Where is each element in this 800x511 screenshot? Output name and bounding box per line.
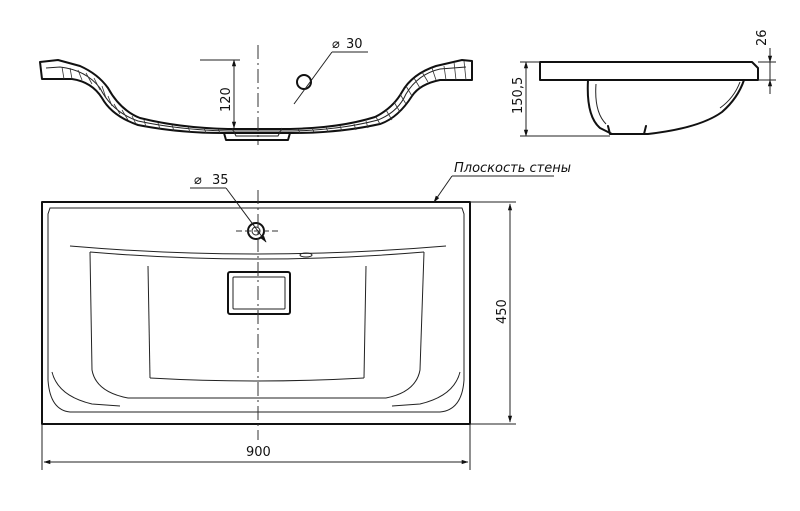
side-drain — [607, 125, 647, 135]
plan-bowl-left — [89, 251, 129, 399]
plan-rim-left-curve — [51, 371, 121, 407]
side-bowl-inner — [595, 81, 741, 125]
plan-bowl-back — [69, 245, 447, 255]
side-view: 150,5 26 — [511, 29, 776, 137]
wall-plane-note: Плоскость стены — [454, 161, 571, 176]
faucet-hole-section — [296, 74, 312, 90]
plan-drain-outer — [227, 271, 291, 315]
overflow-slot — [299, 252, 313, 258]
front-section-view: 120 ⌀ 30 — [39, 37, 473, 145]
section-inner-line — [45, 66, 467, 132]
plan-outer-outline — [41, 201, 471, 425]
plan-hole-dia-symbol: ⌀ — [194, 173, 202, 188]
plan-bowl-inner-right — [363, 265, 367, 379]
plan-hole-diameter-label: 35 — [212, 173, 229, 188]
section-outer-outline — [39, 59, 473, 134]
plan-bowl-inner-left — [147, 265, 151, 379]
side-rim — [539, 61, 759, 81]
depth-plan-label: 450 — [495, 299, 510, 324]
width-label: 900 — [246, 445, 271, 460]
plan-bowl-front-2 — [149, 377, 365, 382]
plan-hole-leader — [225, 187, 267, 243]
plan-view: ⌀ 35 Плоскость стены 450 900 — [41, 161, 571, 470]
section-hatch — [61, 60, 467, 134]
drain-outline — [223, 132, 291, 141]
hole-diameter-label: 30 — [346, 37, 363, 52]
plan-bowl-right — [385, 251, 425, 399]
plan-rim-right-curve — [391, 371, 461, 407]
depth-label: 120 — [219, 87, 234, 112]
drain-inner — [231, 127, 283, 137]
side-height-label: 150,5 — [511, 77, 526, 114]
plan-drain-inner — [232, 276, 286, 310]
rim-thickness-label: 26 — [755, 29, 770, 46]
plan-bowl-back-2 — [89, 251, 425, 260]
plan-inner-rim — [47, 207, 465, 413]
wall-plane-leader — [433, 175, 453, 203]
hole-leader-line — [293, 51, 333, 105]
hole-dia-symbol: ⌀ — [332, 37, 340, 52]
side-bowl — [586, 79, 745, 135]
